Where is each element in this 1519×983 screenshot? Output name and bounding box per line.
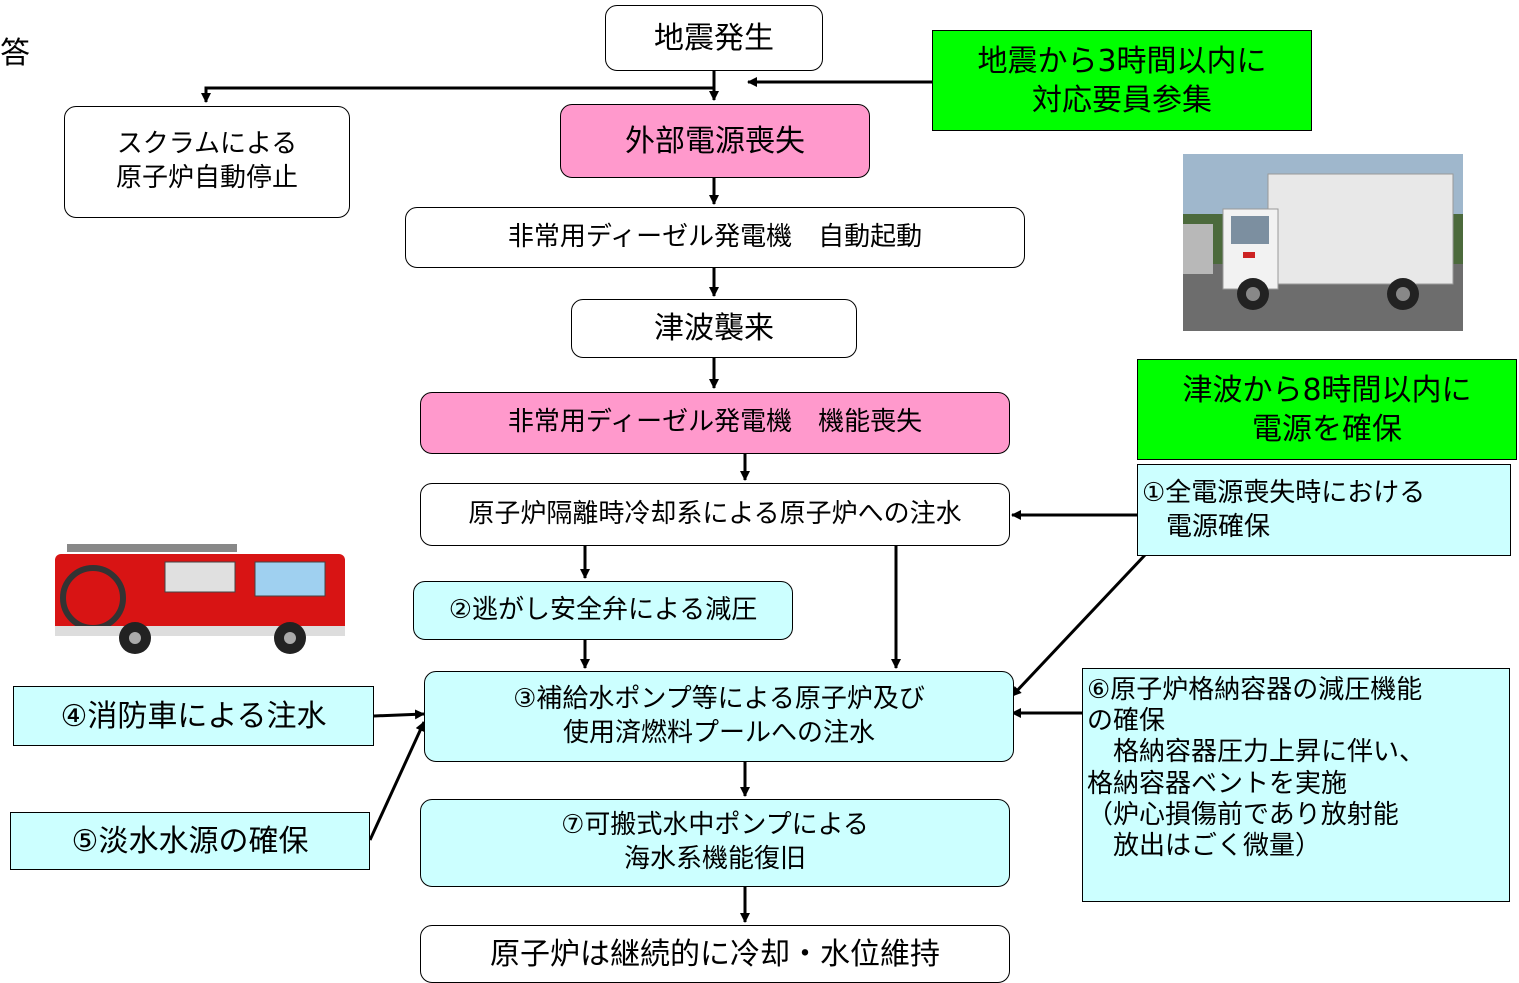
power-deadline-box: 津波から8時間以内に 電源を確保 bbox=[1137, 359, 1517, 460]
offsite-power-loss-label: 外部電源喪失 bbox=[625, 123, 805, 159]
containment-line-1: ⑥原子炉格納容器の減圧機能 bbox=[1087, 675, 1423, 705]
containment-line-2: の確保 bbox=[1087, 706, 1166, 737]
rcic-node: 原子炉隔離時冷却系による原子炉への注水 bbox=[420, 483, 1010, 546]
containment-line-4: 格納容器ベントを実施 bbox=[1087, 768, 1348, 799]
scram-line-2: 原子炉自動停止 bbox=[115, 163, 298, 193]
tsunami-node: 津波襲来 bbox=[571, 299, 857, 358]
makeup-line-1: ③補給水ポンプ等による原子炉及び bbox=[513, 683, 925, 714]
fire-truck-label: ④消防車による注水 bbox=[60, 698, 327, 734]
seawater-restore-node: ⑦可搬式水中ポンプによる 海水系機能復旧 bbox=[420, 799, 1010, 887]
corner-text: 答 bbox=[0, 36, 30, 71]
power-supply-truck-photo bbox=[1183, 154, 1463, 331]
power-supply-line-2: 電源確保 bbox=[1166, 511, 1271, 542]
freshwater-box: ⑤淡水水源の確保 bbox=[10, 812, 370, 870]
power-deadline-line-1: 津波から8時間以内に bbox=[1182, 372, 1472, 408]
edg-loss-node: 非常用ディーゼル発電機 機能喪失 bbox=[420, 392, 1010, 454]
edg-start-node: 非常用ディーゼル発電機 自動起動 bbox=[405, 207, 1025, 268]
srv-node: ②逃がし安全弁による減圧 bbox=[413, 581, 793, 640]
tsunami-label: 津波襲来 bbox=[654, 311, 774, 346]
seawater-line-2: 海水系機能復旧 bbox=[623, 844, 806, 874]
earthquake-label: 地震発生 bbox=[654, 20, 774, 56]
containment-vent-box: ⑥原子炉格納容器の減圧機能 の確保 格納容器圧力上昇に伴い、 格納容器ベントを実… bbox=[1082, 668, 1510, 902]
staff-assembly-box: 地震から3時間以内に 対応要員参集 bbox=[932, 30, 1312, 131]
srv-label: ②逃がし安全弁による減圧 bbox=[448, 594, 758, 625]
final-state-node: 原子炉は継続的に冷却・水位維持 bbox=[420, 925, 1010, 983]
makeup-line-2: 使用済燃料プールへの注水 bbox=[562, 717, 875, 748]
edg-loss-label: 非常用ディーゼル発電機 機能喪失 bbox=[507, 407, 923, 438]
seawater-line-1: ⑦可搬式水中ポンプによる bbox=[561, 810, 869, 841]
final-state-label: 原子炉は継続的に冷却・水位維持 bbox=[490, 936, 940, 972]
rcic-label: 原子炉隔離時冷却系による原子炉への注水 bbox=[468, 498, 962, 529]
edg-start-label: 非常用ディーゼル発電機 自動起動 bbox=[507, 221, 923, 252]
scram-node: スクラムによる 原子炉自動停止 bbox=[64, 106, 350, 218]
makeup-water-node: ③補給水ポンプ等による原子炉及び 使用済燃料プールへの注水 bbox=[424, 671, 1014, 762]
freshwater-label: ⑤淡水水源の確保 bbox=[71, 823, 309, 859]
staff-line-2: 対応要員参集 bbox=[1032, 82, 1212, 118]
power-supply-box: ①全電源喪失時における 電源確保 bbox=[1137, 464, 1511, 556]
scram-line-1: スクラムによる bbox=[116, 129, 298, 160]
earthquake-node: 地震発生 bbox=[605, 5, 823, 71]
staff-line-1: 地震から3時間以内に bbox=[977, 43, 1267, 79]
fire-engine-illustration bbox=[55, 544, 345, 654]
containment-line-3: 格納容器圧力上昇に伴い、 bbox=[1087, 737, 1426, 768]
fire-truck-box: ④消防車による注水 bbox=[13, 686, 374, 746]
offsite-power-loss-node: 外部電源喪失 bbox=[560, 104, 870, 178]
power-supply-line-1: ①全電源喪失時における bbox=[1142, 478, 1426, 508]
containment-line-5: （炉心損傷前であり放射能 bbox=[1087, 799, 1399, 830]
power-deadline-line-2: 電源を確保 bbox=[1252, 411, 1402, 447]
containment-line-6: 放出はごく微量） bbox=[1087, 830, 1322, 861]
